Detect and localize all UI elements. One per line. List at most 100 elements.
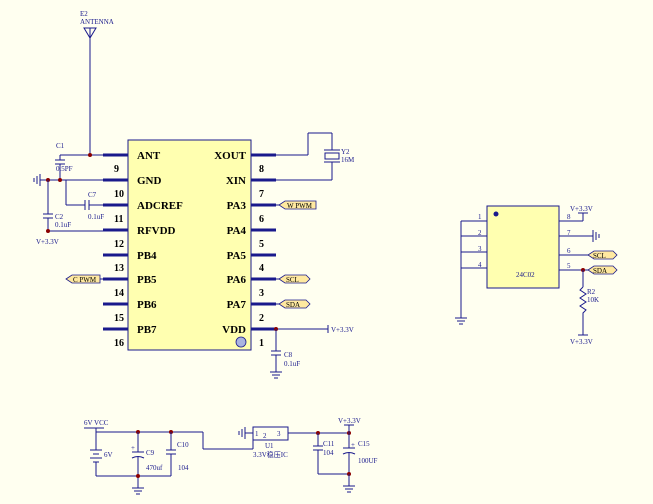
crystal: Y2 16M (276, 132, 355, 181)
pin-number: 10 (114, 189, 124, 200)
pin-label-pb6: PB6 (137, 299, 157, 311)
antenna: E2 ANTENNA (60, 10, 114, 157)
c9-value: 470uf (146, 464, 163, 472)
pin-number: 8 (259, 164, 264, 175)
ground-icon (588, 230, 600, 242)
sda-label-eeprom: SDA (593, 267, 607, 275)
pin-label-pb7: PB7 (137, 324, 157, 336)
u1-pin1: 1 (255, 430, 259, 438)
scl-label-main: SCL (286, 276, 299, 284)
eeprom-pin: 8 (567, 213, 571, 221)
ground-icon (238, 427, 246, 439)
pin-number: 1 (259, 338, 264, 349)
c1-value: 0.5PF (56, 165, 73, 173)
eeprom-pin: 5 (567, 262, 571, 270)
pin-label-xin: XIN (226, 175, 246, 187)
pin-number: 6 (259, 214, 264, 225)
pin-number: 2 (259, 313, 264, 324)
pin-number: 3 (259, 288, 264, 299)
crystal-ref: Y2 (341, 148, 350, 156)
scl-port-main: SCL (276, 274, 311, 284)
eeprom-vcc-label: V+3.3V (570, 205, 593, 213)
c-pwm-port: C PWM (65, 274, 103, 284)
pin-label-pa5: PA5 (227, 250, 247, 262)
c2-vcc-label: V+3.3V (36, 238, 59, 246)
sda-port-main: SDA (276, 299, 311, 309)
c1-ref: C1 (56, 142, 65, 150)
c11-ref: C11 (323, 440, 335, 448)
pin-label-xout: XOUT (214, 150, 246, 162)
scl-port-eeprom (587, 250, 618, 260)
battery-icon (90, 432, 102, 476)
scl-label-eeprom: SCL (593, 252, 606, 260)
c7-ref: C7 (88, 191, 97, 199)
pin-number: 16 (114, 338, 124, 349)
pin-label-gnd: GND (137, 175, 162, 187)
c-pwm-label: C PWM (73, 276, 97, 284)
u1-pin3: 3 (277, 430, 281, 438)
r2-value: 10K (587, 296, 599, 304)
eeprom-name: 24C02 (516, 271, 535, 279)
c10-ref: C10 (177, 441, 189, 449)
sda-label-main: SDA (286, 301, 300, 309)
crystal-value: 16M (341, 156, 355, 164)
eeprom-pin: 4 (478, 261, 482, 269)
eeprom: 24C02 1 2 3 4 8 7 6 5 V+3.3V (455, 205, 618, 346)
ground-icon (343, 485, 355, 493)
pin-label-pa6: PA6 (227, 274, 247, 286)
pin-number: 5 (259, 239, 264, 250)
c9-ref: C9 (146, 449, 155, 457)
pin-label-rfvdd: RFVDD (137, 225, 176, 237)
antenna-name: ANTENNA (80, 18, 114, 26)
vcc6-label: 6V VCC (84, 419, 109, 427)
u1-value: 3.3V稳压IC (253, 450, 288, 459)
vdd-network: V+3.3V C8 0.1uF (270, 325, 354, 379)
power-supply: 6V VCC 6V + C9 470uf C10 104 (84, 417, 378, 495)
vdd-vcc-label: V+3.3V (331, 326, 354, 334)
eeprom-pin: 3 (478, 245, 482, 253)
w-pwm-label: W PWM (287, 202, 313, 210)
reg-vcc-label: V+3.3V (338, 417, 361, 425)
c9-plus: + (131, 444, 135, 452)
r2-vcc-label: V+3.3V (570, 338, 593, 346)
pin-number: 9 (114, 164, 119, 175)
left-rf-network: C1 0.5PF C2 0.1uF V+3.3V C7 (33, 142, 104, 246)
u1-ref: U1 (265, 442, 274, 450)
pin-number: 11 (114, 214, 123, 225)
sda-port-eeprom (587, 265, 618, 275)
main-ic-right-pins: 8 7 6 5 4 3 2 1 XOUT XIN PA3 PA4 PA5 PA6… (214, 150, 276, 349)
eeprom-body (486, 205, 560, 289)
pin-label-adcref: ADCREF (137, 200, 183, 212)
battery-value: 6V (104, 451, 113, 459)
eeprom-pin: 2 (478, 229, 482, 237)
pin-number: 15 (114, 313, 124, 324)
c8-ref: C8 (284, 351, 293, 359)
pin-number: 12 (114, 239, 124, 250)
ground-icon (455, 317, 467, 325)
main-ic-body (127, 139, 252, 351)
ground-icon (132, 487, 144, 495)
c2-ref: C2 (55, 213, 64, 221)
pin-label-pa4: PA4 (227, 225, 247, 237)
c7-value: 0.1uF (88, 213, 104, 221)
ground-icon (270, 371, 282, 379)
antenna-ref: E2 (80, 10, 88, 18)
pin-label-vdd: VDD (222, 324, 246, 336)
main-ic: 9 10 11 12 13 14 15 16 ANT GND ADCREF RF… (103, 139, 276, 351)
eeprom-pin: 1 (478, 213, 482, 221)
pin-label-pb5: PB5 (137, 274, 157, 286)
pin-number: 4 (259, 263, 264, 274)
pin-number: 7 (259, 189, 264, 200)
main-ic-left-pins: 9 10 11 12 13 14 15 16 ANT GND ADCREF RF… (103, 150, 183, 349)
c11-value: 104 (323, 449, 334, 457)
w-pwm-port: W PWM (276, 200, 317, 210)
u1-pin2: 2 (263, 432, 267, 440)
pin-label-ant: ANT (137, 150, 161, 162)
c15-plus: + (351, 441, 355, 449)
eeprom-pin: 6 (567, 247, 571, 255)
pin1-marker (235, 336, 247, 348)
pin-label-pa3: PA3 (227, 200, 247, 212)
c2-value: 0.1uF (55, 221, 71, 229)
resistor-icon (579, 286, 587, 335)
